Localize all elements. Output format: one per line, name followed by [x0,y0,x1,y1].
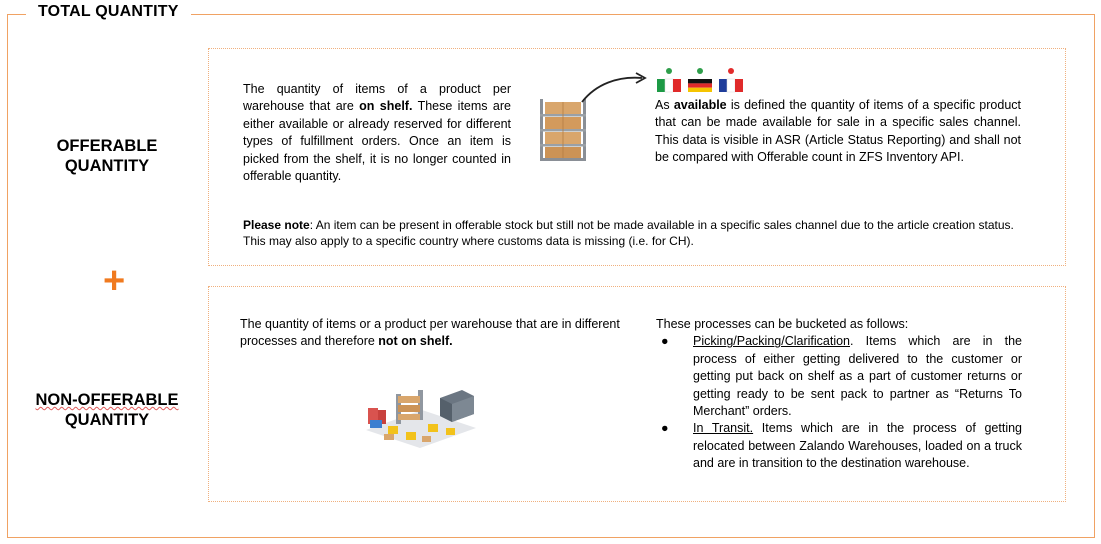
warehouse-scene-icon [366,390,476,448]
total-quantity-title: TOTAL QUANTITY [26,3,191,21]
bullet-dot-icon: ● [661,421,669,436]
non-offerable-left-text: The quantity of items or a product per w… [240,316,620,351]
country-flags-icon [657,68,743,93]
bullet-title: Picking/Packing/Clarification [693,334,851,349]
bullet-in-transit: ● In Transit. Items which are in the proc… [656,420,1022,472]
non-offerable-quantity-label: NON-OFFERABLE QUANTITY [12,390,202,430]
offerable-label-line2: QUANTITY [64,157,150,175]
bullet-dot-icon: ● [661,334,669,349]
note-text: : An item can be present in offerable st… [243,218,1014,248]
non-offerable-right-text: These processes can be bucketed as follo… [656,316,1022,473]
bullet-text: Items which are in the process of gettin… [693,421,1023,471]
offerable-left-pre: The quantity of items of a product per w… [243,82,511,114]
offerable-right-post: is defined the quantity of items of a sp… [655,98,1022,165]
non-offerable-label-line2: QUANTITY [64,411,150,429]
offerable-right-text: As available is defined the quantity of … [655,97,1021,167]
offerable-left-text: The quantity of items of a product per w… [243,81,511,185]
offerable-left-bold: on shelf. [359,99,413,114]
total-quantity-frame [7,14,1095,538]
offerable-quantity-label: OFFERABLE QUANTITY [12,136,202,176]
bullet-text: . Items which are in the process of eith… [693,334,1022,419]
processes-intro: These processes can be bucketed as follo… [656,317,909,331]
plus-symbol: + [103,260,126,302]
non-offerable-left-bold: not on shelf. [378,334,453,349]
offerable-label-line1: OFFERABLE [56,137,158,155]
offerable-box [208,48,1066,266]
shelf-boxes-icon [540,99,586,161]
non-offerable-left-pre: The quantity of items or a product per w… [240,317,620,349]
offerable-left-post: These items are either available or alre… [243,99,511,184]
non-offerable-box [208,286,1066,502]
process-bullet-list: ● Picking/Packing/Clarification. Items wh… [656,333,1022,472]
note-bold: Please note [243,218,310,232]
non-offerable-label-line1: NON-OFFERABLE [35,391,179,409]
arrow-icon [581,72,647,103]
bullet-picking-packing: ● Picking/Packing/Clarification. Items wh… [656,333,1022,420]
offerable-right-bold: available [673,98,727,112]
offerable-note: Please note: An item can be present in o… [243,217,1023,249]
bullet-title: In Transit. [693,421,754,436]
offerable-right-pre: As [655,98,674,112]
